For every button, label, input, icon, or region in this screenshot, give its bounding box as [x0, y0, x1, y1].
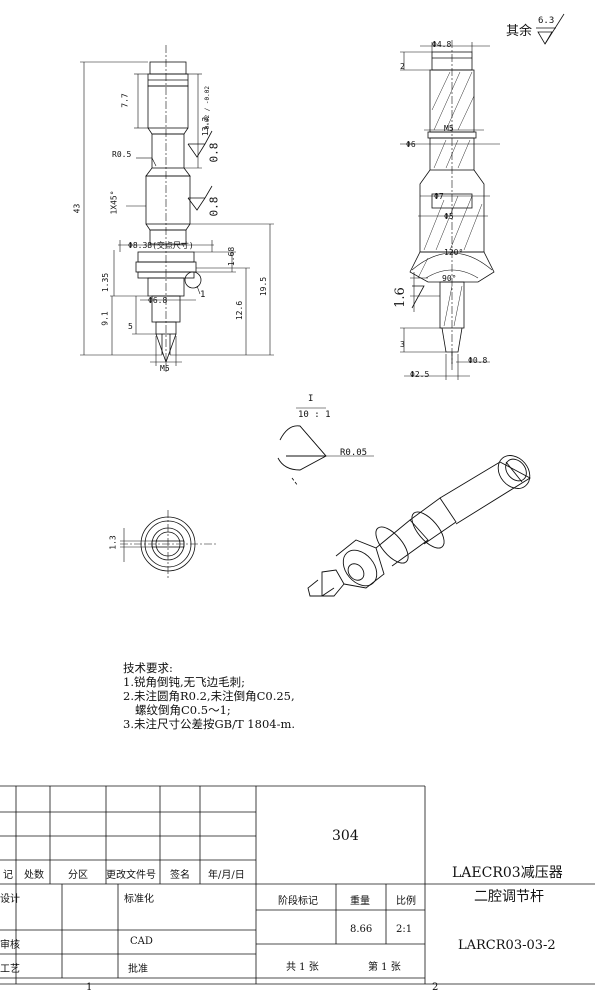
role-review: 审核 — [0, 940, 20, 951]
rev-header-5: 年/月/日 — [208, 870, 245, 881]
dim-r0-5: R0.5 — [112, 150, 132, 159]
rev-header-3: 更改文件号 — [106, 870, 156, 881]
dim-phi-0-8: Φ0.8 — [468, 356, 488, 365]
dim-90-deg: 90° — [442, 274, 457, 283]
dim-phi-8-38: Φ8.38(交点尺寸) — [128, 241, 194, 250]
detail-label: I — [308, 394, 314, 404]
zone-2: 2 — [432, 982, 439, 993]
dim-phi-6-8: Φ6.8 — [148, 296, 168, 305]
rev-header-2: 分区 — [68, 870, 88, 881]
tech-requirement-2: 2.未注圆角R0.2,未注倒角C0.25, — [123, 689, 295, 703]
role-cad: CAD — [130, 936, 153, 947]
surface-note-label: 其余 — [506, 24, 533, 39]
drawing-number: LARCR03-03-2 — [458, 938, 556, 953]
role-approve: 批准 — [128, 964, 148, 975]
roughness-0-8-upper: 0.8 — [207, 142, 221, 163]
dim-43: 43 — [72, 203, 82, 214]
title-line-1: LAECR03减压器 — [452, 865, 563, 881]
tech-requirement-1: 1.锐角倒钝,无飞边毛刺; — [123, 675, 246, 689]
dim-phi-7: Φ7 — [434, 192, 444, 201]
detail-ref-1: 1 — [200, 290, 206, 300]
dim-3: 3 — [400, 340, 405, 349]
title-line-2: 二腔调节杆 — [474, 889, 544, 905]
dim-phi-2-5: Φ2.5 — [410, 370, 430, 379]
roughness-1-6: 1.6 — [392, 287, 408, 308]
dim-12-6: 12.6 — [235, 300, 245, 321]
detail-scale: 10 : 1 — [298, 410, 331, 420]
dim-9-1: 9.1 — [100, 311, 110, 326]
scale-header: 比例 — [396, 896, 416, 907]
role-process: 工艺 — [0, 964, 20, 975]
dim-m5-side: M5 — [444, 124, 454, 133]
dim-13-3-tolerance: -0.02 / -0.02 — [203, 86, 211, 133]
end-view-outline — [120, 510, 216, 578]
rev-header-1: 处数 — [24, 870, 44, 881]
dim-1-68: 1.68 — [227, 246, 237, 267]
dim-1-35: 1.35 — [101, 272, 111, 293]
title-block-grid — [0, 785, 595, 985]
end-view-dim: 1.3 — [108, 535, 118, 550]
dim-2: 2 — [400, 62, 405, 71]
part-number-top: 304 — [332, 828, 359, 844]
dim-phi-4-8: Φ4.8 — [432, 40, 452, 49]
tech-requirement-3: 3.未注尺寸公差按GB/T 1804-m. — [123, 717, 296, 731]
weight-value: 8.66 — [350, 924, 373, 935]
role-design: 设计 — [0, 894, 20, 905]
dim-phi-5: Φ5 — [444, 212, 454, 221]
surface-note: 其余 — [506, 20, 532, 39]
tech-requirements-title: 技术要求: — [123, 661, 173, 675]
total-sheets: 共 1 张 — [286, 962, 319, 973]
surface-note-value: 6.3 — [538, 16, 555, 26]
dim-phi-6: Φ6 — [406, 140, 416, 149]
detail-view-outline — [277, 407, 374, 487]
dim-5: 5 — [128, 322, 133, 331]
side-view-dimension-lines — [400, 42, 500, 380]
dim-120-deg: 120° — [444, 248, 464, 257]
rev-header-0: 记 — [3, 870, 13, 881]
roughness-0-8-lower: 0.8 — [207, 196, 221, 217]
weight-header: 重量 — [350, 896, 370, 907]
role-standardization: 标准化 — [124, 894, 154, 905]
main-view-roughness-symbols — [187, 130, 213, 211]
zone-1: 1 — [86, 982, 93, 993]
surface-finish-symbol — [536, 13, 565, 45]
stage-header: 阶段标记 — [278, 896, 318, 907]
side-view-hatching — [417, 71, 483, 327]
side-view-roughness-symbol — [411, 285, 425, 309]
isometric-view — [307, 455, 531, 597]
dim-7-7: 7.7 — [120, 93, 130, 108]
dim-1x45: 1X45° — [109, 190, 119, 215]
sheet-number: 第 1 张 — [368, 962, 401, 973]
tech-requirements: 技术要求: 1.锐角倒钝,无飞边毛刺; 2.未注圆角R0.2,未注倒角C0.25… — [123, 661, 295, 731]
scale-value: 2:1 — [396, 924, 413, 935]
main-view-dimension-lines — [80, 61, 274, 366]
tech-requirement-2b: 螺纹倒角C0.5～1; — [135, 703, 231, 717]
main-view-part-outline — [135, 61, 202, 364]
dim-19-5: 19.5 — [259, 276, 269, 297]
dim-m5: M5 — [160, 364, 170, 373]
detail-radius: R0.05 — [340, 448, 368, 458]
rev-header-4: 签名 — [170, 870, 190, 881]
